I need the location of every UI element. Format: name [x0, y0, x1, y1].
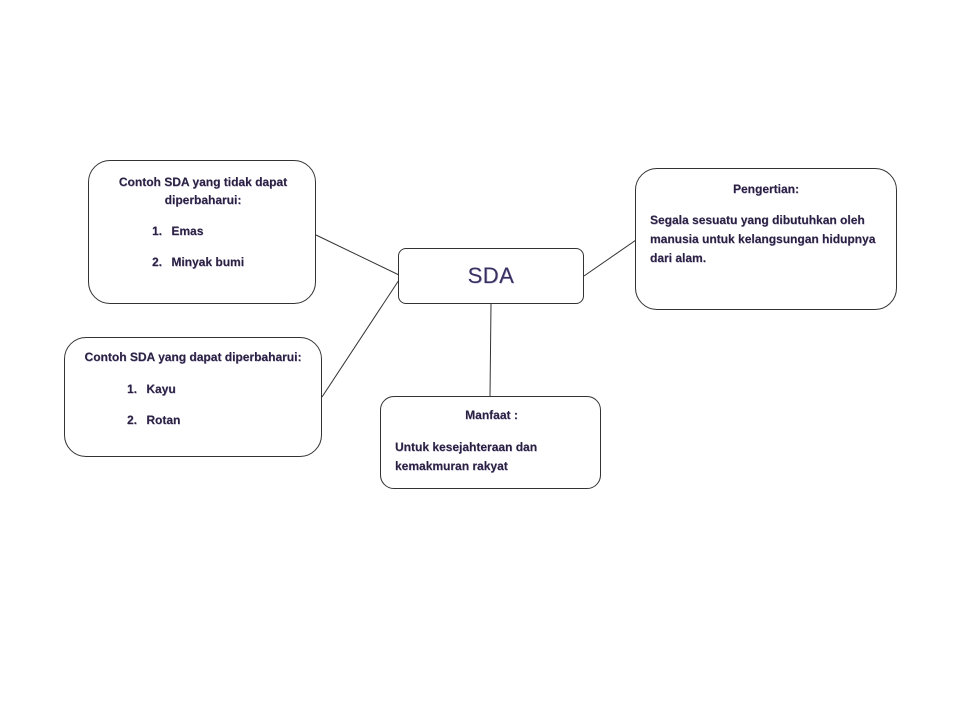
list-item-number: 2.: [152, 255, 163, 269]
list-item: 2. Minyak bumi: [152, 253, 244, 271]
connector-renewable: [321, 279, 400, 398]
list-item-label: Minyak bumi: [171, 255, 245, 269]
benefit-text: Untuk kesejahteraan dan kemakmuran rakya…: [395, 440, 538, 473]
list-item-label: Rotan: [146, 413, 181, 427]
list-item: 1. Kayu: [127, 380, 180, 398]
node-center: SDA: [398, 248, 584, 304]
list-item-number: 1.: [127, 382, 138, 396]
connector-benefit: [489, 303, 492, 398]
node-non-renewable: Contoh SDA yang tidak dapat diperbaharui…: [88, 160, 316, 304]
list-item-label: Kayu: [146, 382, 176, 396]
non-renewable-list: 1. Emas 2. Minyak bumi: [152, 222, 244, 284]
node-benefit: Manfaat : Untuk kesejahteraan dan kemakm…: [380, 396, 601, 489]
renewable-heading: Contoh SDA yang dapat diperbaharui:: [84, 350, 302, 364]
non-renewable-heading: Contoh SDA yang tidak dapat diperbaharui…: [118, 175, 288, 207]
list-item-number: 2.: [127, 413, 138, 427]
renewable-list: 1. Kayu 2. Rotan: [127, 380, 180, 442]
list-item-label: Emas: [171, 224, 204, 238]
connector-non-renewable: [315, 234, 400, 276]
node-definition: Pengertian: Segala sesuatu yang dibutuhk…: [635, 168, 897, 310]
node-renewable: Contoh SDA yang dapat diperbaharui: 1. K…: [64, 337, 322, 457]
definition-text: Segala sesuatu yang dibutuhkan oleh manu…: [650, 213, 876, 265]
benefit-heading: Manfaat :: [465, 408, 518, 422]
definition-heading: Pengertian:: [732, 182, 799, 196]
center-title: SDA: [467, 263, 515, 288]
connector-definition: [583, 239, 637, 277]
list-item: 2. Rotan: [127, 411, 180, 429]
list-item: 1. Emas: [152, 222, 244, 240]
list-item-number: 1.: [152, 224, 163, 238]
